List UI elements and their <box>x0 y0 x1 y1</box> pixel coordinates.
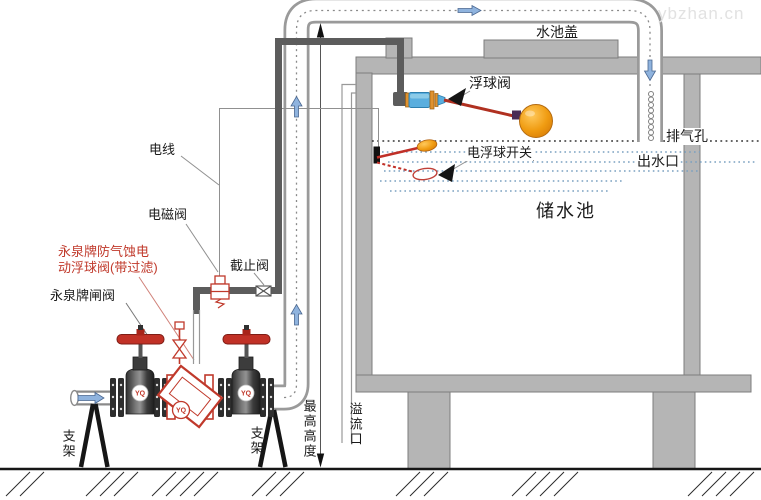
flow-arrow-right-top <box>457 4 482 17</box>
stop-valve-label: 截止阀 <box>230 258 270 273</box>
brand-badge <box>237 384 255 402</box>
float-switch-label-leader <box>449 160 534 172</box>
tank-right-wall <box>683 73 701 393</box>
anti-cavitation-valve-label: 永泉牌防气蚀电 动浮球阀(带过滤) <box>58 244 158 275</box>
solenoid-valve-symbol <box>210 275 230 309</box>
float-valve-inlet-ring <box>405 92 410 108</box>
solenoid-label-leader <box>185 223 219 273</box>
support-bracket-left <box>78 403 110 468</box>
supply-pipe <box>271 0 663 411</box>
support-bracket-right <box>257 409 288 468</box>
storage-tank-label: 储水池 <box>536 201 596 221</box>
tank-bottom <box>355 374 752 393</box>
overflow-pipe <box>341 83 356 443</box>
branch-pipe-elbow <box>393 92 408 106</box>
max-height-label: 最高高度 <box>301 399 317 459</box>
support-label-left: 支架 <box>60 429 76 459</box>
float-valve-label: 浮球阀 <box>469 75 511 91</box>
flow-arrow-right-inlet <box>77 391 105 405</box>
tank-left-wall <box>355 72 373 393</box>
handwheel-hub <box>242 329 251 336</box>
electric-wire-line <box>219 108 379 277</box>
flow-arrow-down <box>643 59 657 82</box>
stem-nut <box>244 325 249 330</box>
ground <box>0 467 761 497</box>
gate-valve-right <box>222 325 271 415</box>
red-valve-label-leader <box>138 276 195 361</box>
handwheel <box>116 334 165 345</box>
air-bubbles <box>648 91 654 141</box>
flow-arrows <box>77 4 657 405</box>
water-tank <box>355 37 761 470</box>
wires-and-leaders <box>125 90 534 361</box>
float-switch-lower-position <box>412 167 438 181</box>
valve-bonnet <box>238 356 254 371</box>
valve-stem <box>244 336 249 358</box>
float-switch-arm-up <box>376 146 421 159</box>
brand-logos: YQ YQ YQ <box>135 391 252 415</box>
support-label-right: 支架 <box>248 426 264 456</box>
brand-badge <box>131 384 149 402</box>
float-valve-nozzle <box>437 94 446 106</box>
brand-badge <box>171 400 191 420</box>
overflow-port-label: 溢流口 <box>347 402 363 447</box>
tank-cover-raised <box>483 39 619 59</box>
float-switch-arrow <box>438 164 455 182</box>
tank-cover <box>355 56 761 75</box>
brand-logo: YQ <box>176 408 187 415</box>
brand-logo: YQ <box>135 391 146 398</box>
flow-arrow-up-upper <box>290 95 303 118</box>
test-valve-bottom <box>171 347 188 359</box>
water-outlet-label: 出水口 <box>636 153 680 170</box>
valve-bonnet <box>132 356 148 371</box>
valve-stem <box>138 336 143 358</box>
stop-valve-label-leader <box>253 272 265 286</box>
height-dimension-line <box>316 23 325 468</box>
float-switch-float <box>416 139 438 152</box>
handwheel-hub <box>136 329 145 336</box>
electric-wire-label: 电线 <box>149 142 176 157</box>
wire-label-leader <box>180 155 220 186</box>
gate-valve-label: 永泉牌闸阀 <box>50 288 116 303</box>
ground-hatching <box>5 471 755 497</box>
float-switch-arm-down <box>376 161 415 173</box>
float-ball <box>519 104 553 138</box>
arrow-down <box>316 453 325 468</box>
stop-valve-symbol <box>255 285 272 297</box>
float-switch-mount <box>373 146 380 164</box>
test-valve-top <box>171 339 188 351</box>
float-switch-label: 电浮球开关 <box>466 145 534 161</box>
arrow-up <box>316 23 325 38</box>
exhaust-hole-label: 排气孔 <box>665 128 709 145</box>
float-valve-arrow <box>448 88 466 106</box>
branch-pipe <box>192 38 408 364</box>
inlet-pipe-end <box>69 389 79 407</box>
label-arrowheads <box>438 88 466 182</box>
solenoid-valve-label: 电磁阀 <box>148 207 188 222</box>
supply-pipe-centerline <box>283 9 651 399</box>
anti-cavitation-valve <box>156 321 224 429</box>
tank-cover-label: 水池盖 <box>536 24 578 40</box>
support-brackets <box>78 403 288 468</box>
rod-joint <box>512 110 521 120</box>
brand-logo: YQ <box>241 391 252 398</box>
gate-valve-left <box>116 325 165 415</box>
tank-leg-right <box>652 391 696 470</box>
stem-nut <box>138 325 143 330</box>
flow-arrow-up-lower <box>290 303 303 326</box>
float-valve <box>405 90 553 138</box>
solenoid-spring <box>214 298 226 309</box>
handwheel <box>222 334 271 345</box>
watermark: ybzhan.cn <box>658 4 745 23</box>
test-cap <box>174 321 185 330</box>
float-valve-ring <box>429 90 435 110</box>
float-switch <box>373 139 438 181</box>
valve-assembly <box>110 321 274 429</box>
tank-leg-left <box>407 391 451 470</box>
solenoid-coil <box>214 275 226 285</box>
